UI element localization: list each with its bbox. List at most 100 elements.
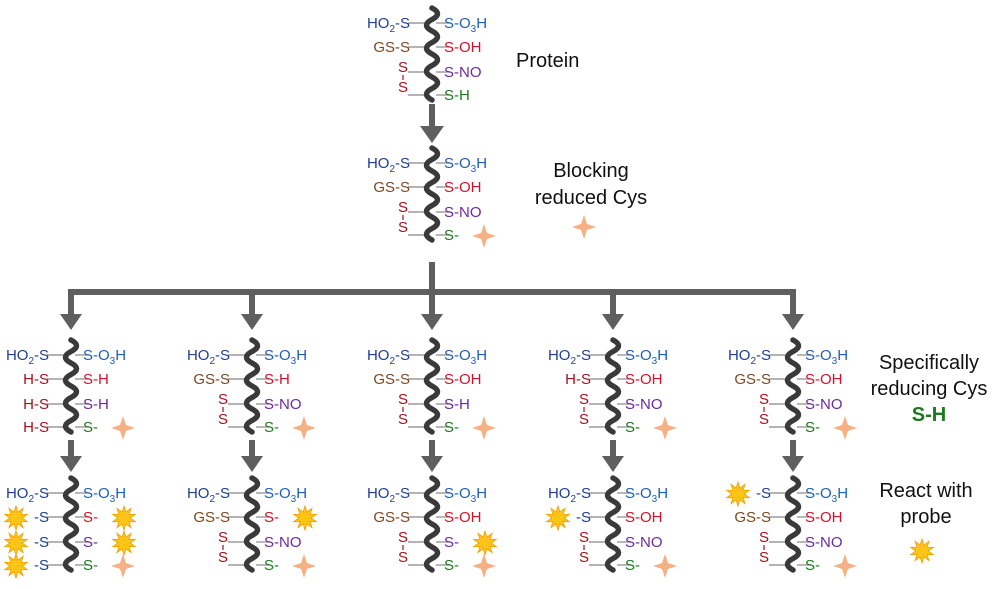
glutathione-label: GS-S: [373, 39, 410, 56]
blocked-thiol-label: S-: [444, 557, 459, 574]
free-thiol-label: S-H: [444, 87, 470, 104]
disulfide-s1-label: S: [579, 529, 589, 546]
sulfinic-acid-label: HO2-S: [367, 155, 410, 175]
glutathione-label: GS-S: [193, 509, 230, 526]
caption-blocking-line2: reduced Cys: [535, 187, 647, 209]
probe-thiol-label: -S: [34, 534, 49, 551]
caption-blocking-line1: Blocking: [553, 160, 629, 182]
sulfinic-acid-label: HO2-S: [367, 15, 410, 35]
nitrosothiol-label: S-NO: [805, 396, 843, 413]
free-thiol-label: S-H: [444, 396, 470, 413]
sulfinic-acid-label: HO2-S: [367, 347, 410, 367]
protein-backbone: [604, 475, 622, 573]
protein-backbone: [604, 337, 622, 435]
glutathione-label: GS-S: [734, 509, 771, 526]
connector-lines: [47, 492, 89, 566]
disulfide-s1-label: S: [579, 391, 589, 408]
disulfide-s2-label: S: [398, 549, 408, 566]
sulfenic-acid-label: S-OH: [444, 39, 482, 56]
protein-backbone: [62, 475, 80, 573]
branch-head-4: [602, 314, 624, 330]
connector-lines: [228, 492, 270, 566]
probe-star: [3, 529, 29, 557]
disulfide-s1-label: S: [759, 529, 769, 546]
protein-backbone: [423, 475, 441, 573]
process-arrows: [60, 104, 804, 472]
protein-backbone: [243, 337, 261, 435]
protein-backbone: [784, 337, 802, 435]
probe-star: [3, 504, 29, 532]
blocking-reagent-star: [472, 416, 496, 440]
sulfenic-acid-label: S-OH: [444, 371, 482, 388]
disulfide-s1-label: S: [759, 391, 769, 408]
free-thiol-label: S-H: [83, 371, 109, 388]
sulfonic-acid-label: S-O3H: [444, 155, 487, 175]
probe-arrows: [60, 440, 804, 472]
connector-lines: [769, 492, 811, 566]
protein-backbone: [62, 337, 80, 435]
connector-lines: [769, 354, 811, 428]
blocked-thiol-label: S-: [264, 419, 279, 436]
sulfonic-acid-label: S-O3H: [625, 485, 668, 505]
protein-backbone: [423, 337, 441, 435]
sulfenic-acid-label: S-OH: [625, 371, 663, 388]
sulfonic-acid-label: S-O3H: [83, 485, 126, 505]
blocked-thiol-label: S-: [625, 557, 640, 574]
disulfide-s2-label: S: [398, 79, 408, 96]
branch-head-3: [421, 314, 443, 330]
protein-backbone: [423, 5, 441, 103]
protein-backbone: [243, 475, 261, 573]
connector-lines: [589, 354, 631, 428]
caption-react-line2: probe: [900, 506, 951, 528]
probe-head-1: [60, 456, 82, 472]
probe-head-3: [421, 456, 443, 472]
probe-star: [3, 552, 29, 580]
free-thiol-label: S-H: [83, 396, 109, 413]
blocked-thiol-label: S-: [83, 557, 98, 574]
branch-head-1: [60, 314, 82, 330]
disulfide-s2-label: S: [579, 549, 589, 566]
disulfide-s1-label: S: [398, 199, 408, 216]
disulfide-s1-label: S: [398, 59, 408, 76]
sulfenic-acid-label: S-OH: [444, 509, 482, 526]
probe-head-5: [782, 456, 804, 472]
sulfonic-acid-label: S-O3H: [444, 347, 487, 367]
protein-layer: HO2-SGS-SSSS-O3HS-OHS-NOS-HHO2-SGS-SSSS-…: [3, 5, 857, 580]
probe-thiol-label: -S: [34, 509, 49, 526]
branch-head-5: [782, 314, 804, 330]
blocked-thiol-label: S-: [264, 509, 279, 526]
connector-lines: [408, 162, 450, 236]
blocking-reagent-star: [111, 416, 135, 440]
probe-star: [111, 529, 137, 557]
legend-layer: [572, 215, 935, 565]
disulfide-s2-label: S: [759, 549, 769, 566]
sulfonic-acid-label: S-O3H: [805, 485, 848, 505]
connector-lines: [408, 22, 450, 96]
blocking-reagent-star: [833, 554, 857, 578]
glutathione-label: GS-S: [193, 371, 230, 388]
blocking-reagent-star: [653, 554, 677, 578]
sulfonic-acid-label: S-O3H: [264, 485, 307, 505]
caption-specific-line3: S-H: [912, 404, 946, 426]
sulfonic-acid-label: S-O3H: [83, 347, 126, 367]
blocking-reagent-star: [292, 554, 316, 578]
sulfinic-acid-label: HO2-S: [548, 485, 591, 505]
probe-thiol-label: -S: [34, 557, 49, 574]
sulfenic-acid-label: S-OH: [805, 509, 843, 526]
nitrosothiol-label: S-NO: [444, 204, 482, 221]
probe-star: [292, 504, 318, 532]
blocked-thiol-label: S-: [264, 557, 279, 574]
glutathione-label: GS-S: [734, 371, 771, 388]
nitrosothiol-label: S-NO: [264, 396, 302, 413]
connector-lines: [47, 354, 89, 428]
sulfonic-acid-label: S-O3H: [805, 347, 848, 367]
probe-thiol-label: -S: [756, 485, 771, 502]
probe-star: [111, 504, 137, 532]
